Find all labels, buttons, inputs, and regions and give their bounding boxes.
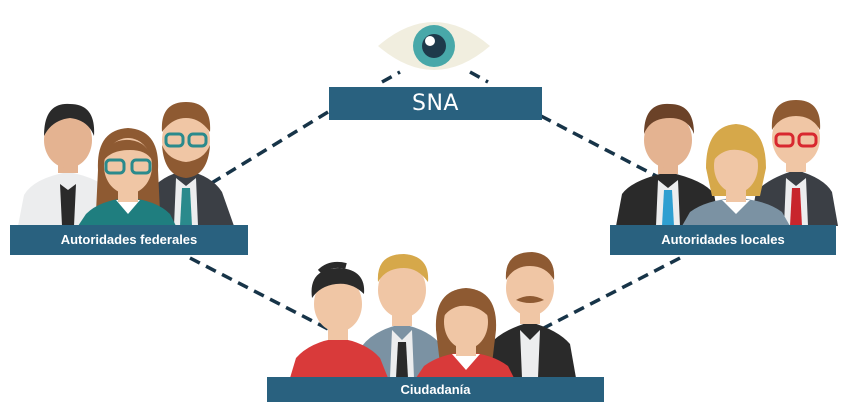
connector-federal-citizen [189, 256, 331, 332]
people-group-icon [616, 100, 838, 226]
connector-local-citizen [539, 256, 681, 332]
sna-box [329, 87, 542, 120]
people-group-icon [18, 102, 234, 226]
connector-eye-right [469, 70, 489, 84]
federal-box [10, 225, 248, 255]
connector-lines [189, 70, 681, 332]
local-authorities-label: Autoridades locales [661, 232, 785, 247]
local-box [610, 225, 836, 255]
people-group-icon [290, 252, 576, 378]
citizen-box [267, 377, 604, 402]
citizenship-label: Ciudadanía [400, 382, 471, 397]
connector-sna-local [540, 114, 661, 180]
connector-sna-federal [204, 110, 329, 189]
connector-eye-left [381, 70, 401, 84]
eye-icon [378, 22, 490, 70]
federal-authorities-label: Autoridades federales [60, 232, 198, 247]
sna-label: SNA [412, 91, 459, 116]
